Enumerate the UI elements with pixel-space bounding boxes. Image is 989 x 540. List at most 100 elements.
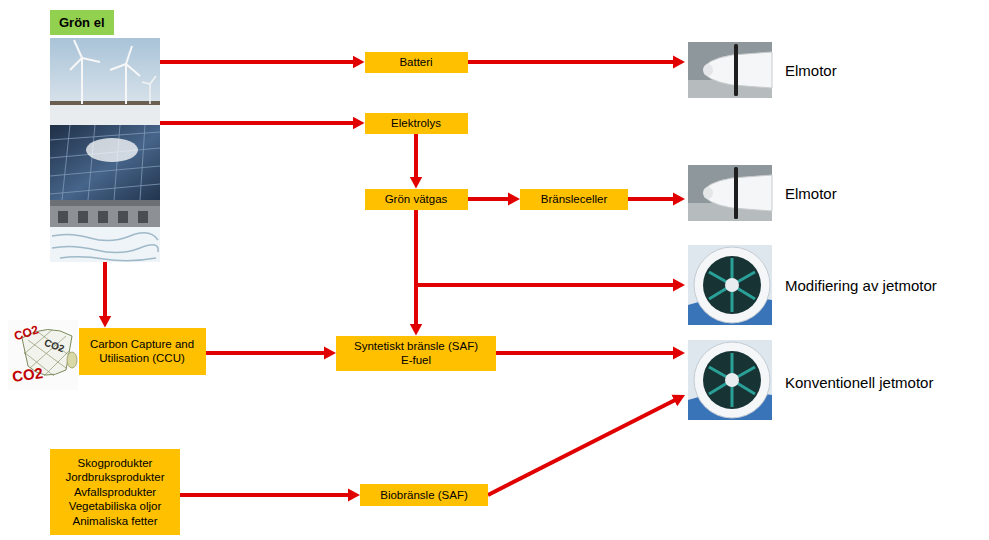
hydro-photo <box>50 200 160 227</box>
solar-photo <box>140 125 145 200</box>
process-box: Biobränsle (SAF) <box>360 484 488 506</box>
wind-photo <box>82 58 100 62</box>
process-box: Syntetiskt bränsle (SAF)E-fuel <box>336 336 496 371</box>
jet-engine-photo <box>725 278 739 292</box>
co2-label: CO2 <box>12 323 40 344</box>
electric-plane-photo <box>688 165 772 221</box>
process-box: Carbon Capture and Utilisation (CCU) <box>79 328 206 375</box>
co2-picture <box>44 350 70 376</box>
wind-photo <box>149 84 151 104</box>
solar-photo <box>86 138 138 162</box>
solar-photo <box>50 184 160 194</box>
flow-arrow <box>103 262 107 318</box>
wind-photo <box>125 64 127 104</box>
hydro-photo <box>58 211 148 223</box>
flow-arrow <box>160 121 355 125</box>
jet-engine-photo <box>688 340 772 420</box>
flow-arrow <box>206 351 327 355</box>
box-text: Bränsleceller <box>541 192 607 206</box>
wind-photo <box>50 38 160 125</box>
solar-photo <box>88 125 95 200</box>
engine-label: Modifiering av jetmotor <box>785 277 937 294</box>
electric-plane-photo <box>703 187 713 199</box>
engine-picture: Elmotor <box>685 40 870 100</box>
box-text: E-fuel <box>401 353 431 367</box>
electric-plane-photo <box>688 42 772 98</box>
solar-photo <box>50 125 160 200</box>
hydro-photo <box>52 233 158 241</box>
box-text: Elektrolys <box>391 116 441 130</box>
hydro-photo <box>78 211 88 223</box>
box-text: Grön vätgas <box>385 192 448 206</box>
box-text: Avfallsprodukter <box>74 485 156 499</box>
process-box: Elektrolys <box>365 113 468 134</box>
solar-photo <box>50 125 160 200</box>
energy-source-panel: Grön el <box>50 10 160 262</box>
co2-picture <box>67 352 77 368</box>
co2-picture <box>8 320 78 390</box>
co2-label: CO2 <box>43 337 66 354</box>
box-text: Syntetiskt bränsle (SAF) <box>354 339 478 353</box>
flow-arrow <box>468 60 676 64</box>
wind-photo <box>126 46 132 64</box>
wind-photo <box>50 101 160 105</box>
wind-photo <box>50 104 160 125</box>
jet-engine-photo <box>688 340 772 420</box>
jet-engine-photo <box>709 353 755 407</box>
solar-photo <box>62 125 70 200</box>
box-text: Biobränsle (SAF) <box>380 488 468 502</box>
engine-picture: Modifiering av jetmotor <box>685 244 975 326</box>
wind-photo <box>126 64 140 76</box>
box-text: Batteri <box>399 55 432 69</box>
hydro-photo <box>52 245 158 253</box>
wind-photo <box>81 58 83 104</box>
solar-photo <box>114 125 120 200</box>
electric-plane-photo <box>734 44 738 96</box>
co2-picture <box>8 320 78 390</box>
jet-engine-photo <box>709 258 755 312</box>
process-box: Grön vätgas <box>365 189 468 210</box>
hydro-photo <box>118 211 128 223</box>
hydro-photo <box>50 200 160 206</box>
flow-arrow <box>496 351 675 355</box>
engine-label: Konventionell jetmotor <box>785 374 933 391</box>
feedstock-box: SkogprodukterJordbruksprodukterAvfallspr… <box>50 449 180 535</box>
co2-label: CO2 <box>11 364 44 385</box>
electric-plane-photo <box>734 167 738 219</box>
jet-engine-photo <box>694 247 770 323</box>
box-text: Animaliska fetter <box>72 514 157 528</box>
flow-arrow <box>160 60 355 64</box>
jet-engine-photo <box>688 245 772 325</box>
hydro-photo <box>58 211 68 223</box>
wind-photo <box>50 38 160 125</box>
flow-arrow <box>628 197 675 201</box>
hydro-photo <box>50 200 160 262</box>
wind-photo <box>150 76 156 84</box>
hydro-photo <box>60 257 156 261</box>
engine-label: Elmotor <box>785 185 837 202</box>
box-text: Carbon Capture and Utilisation (CCU) <box>85 337 200 366</box>
electric-plane-photo <box>688 42 772 98</box>
electric-plane-photo <box>688 165 772 221</box>
engine-label: Elmotor <box>785 62 837 79</box>
flow-arrow <box>414 134 418 179</box>
box-text: Skogprodukter <box>78 456 153 470</box>
process-box: Batteri <box>365 52 468 73</box>
jet-engine-photo <box>725 373 739 387</box>
flow-arrow <box>488 400 676 495</box>
jet-engine-photo <box>703 351 761 409</box>
electric-plane-photo <box>703 64 713 76</box>
wind-photo <box>74 40 82 58</box>
flow-arrow <box>180 493 350 497</box>
engine-picture: Elmotor <box>685 163 870 223</box>
flow-arrow <box>416 210 675 286</box>
jet-engine-photo <box>703 256 761 314</box>
engine-picture: Konventionell jetmotor <box>685 340 975 425</box>
wind-photo <box>142 82 150 84</box>
hydro-photo <box>50 227 160 262</box>
jet-engine-photo <box>694 342 770 418</box>
co2-picture <box>38 332 70 356</box>
flow-arrow <box>414 210 418 326</box>
wind-photo <box>110 64 126 70</box>
solar-photo <box>50 166 160 176</box>
